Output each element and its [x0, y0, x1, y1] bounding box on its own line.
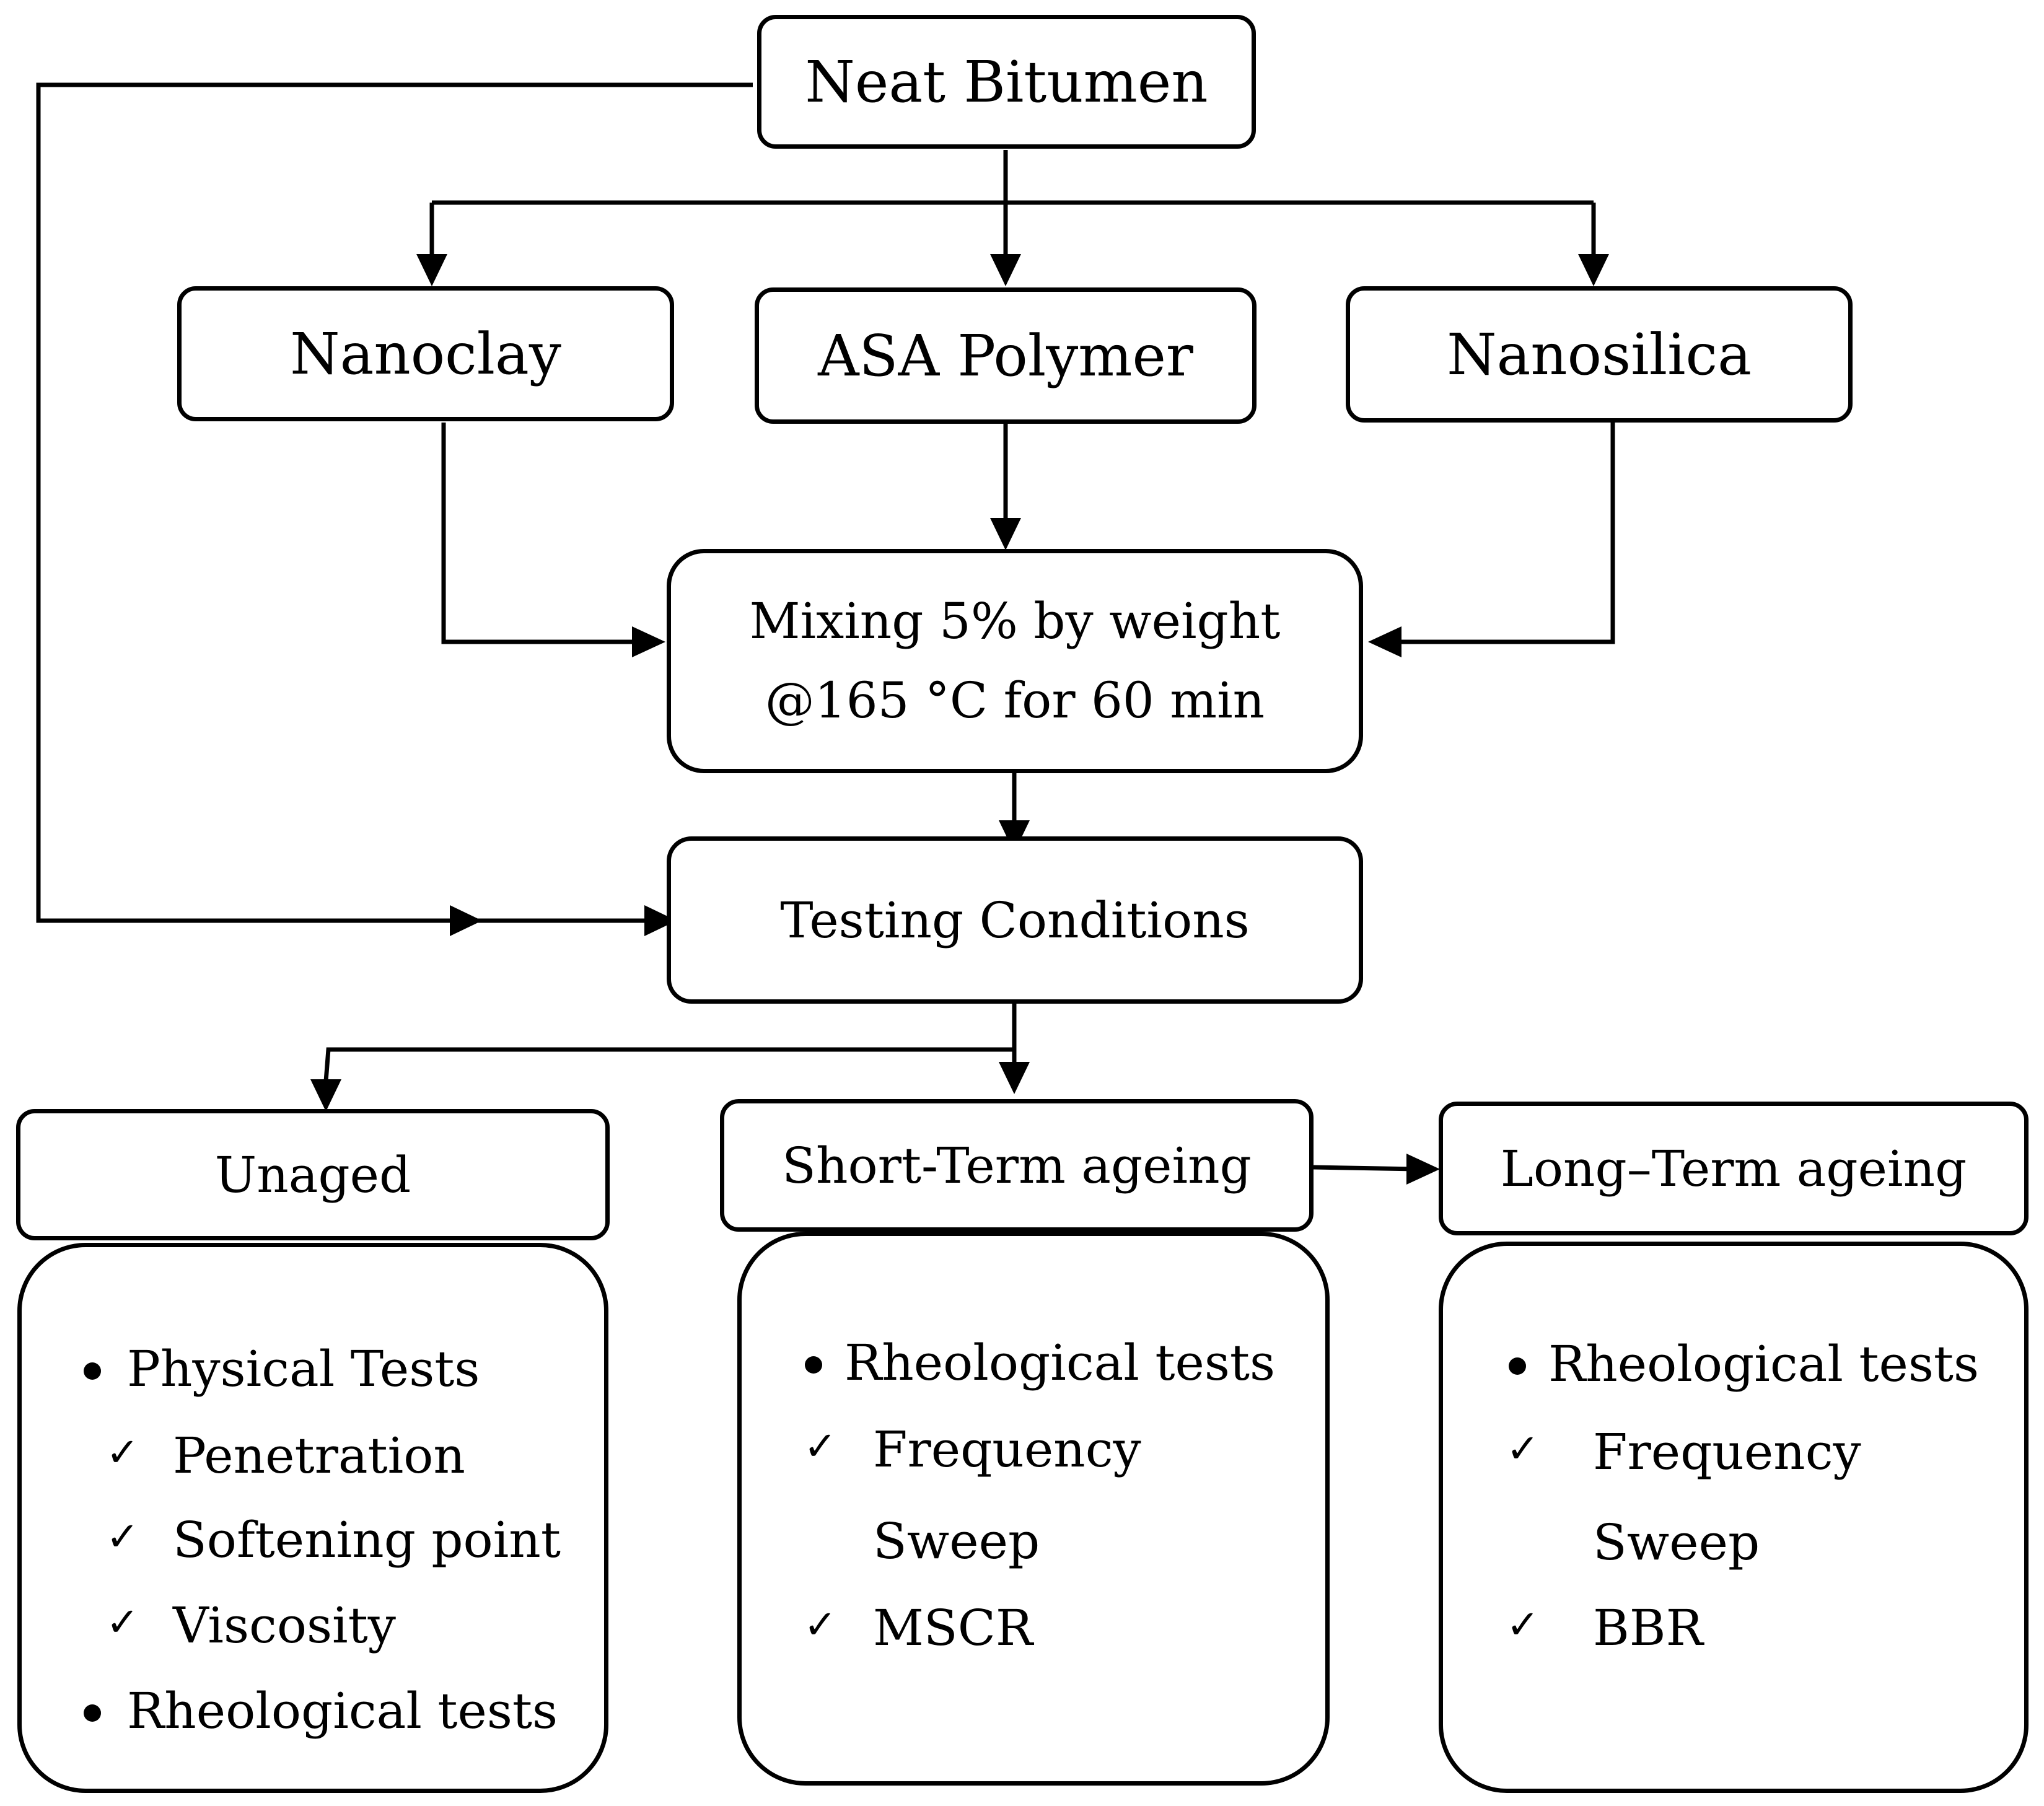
- node-neat-bitumen: Neat Bitumen: [757, 15, 1256, 149]
- arrowhead-nanosilica: [1578, 254, 1609, 286]
- short-term-rheological-tests: Rheological tests: [844, 1334, 1276, 1392]
- node-mixing: Mixing 5% by weight @165 °C for 60 min: [667, 549, 1363, 773]
- line-nanosilica-to-mixing: [1401, 423, 1615, 644]
- check-icon: ✓: [106, 1600, 139, 1646]
- unaged-rheological-tests: Rheological tests: [127, 1682, 558, 1740]
- arrowhead-unaged: [310, 1079, 341, 1111]
- unaged-viscosity: Viscosity: [173, 1597, 396, 1654]
- check-icon: ✓: [804, 1424, 837, 1470]
- line-nanoclay-to-mixing: [441, 423, 632, 644]
- short-term-frequency: Frequency: [873, 1421, 1141, 1478]
- node-mixing-line1: Mixing 5% by weight: [749, 592, 1281, 650]
- node-testing-conditions-label: Testing Conditions: [780, 891, 1250, 949]
- node-long-term-ageing-label: Long–Term ageing: [1500, 1139, 1967, 1198]
- panel-long-term-tests: Rheological tests ✓ Frequency Sweep ✓ BB…: [1439, 1242, 2029, 1793]
- check-icon: ✓: [804, 1602, 837, 1648]
- check-icon: ✓: [1506, 1602, 1540, 1648]
- bullet-icon: [84, 1704, 101, 1722]
- arrowhead-nanosilica-to-mixing: [1368, 626, 1401, 657]
- long-term-rheological-tests: Rheological tests: [1548, 1335, 1980, 1393]
- node-testing-conditions: Testing Conditions: [667, 836, 1363, 1004]
- arrowhead-short-term: [999, 1062, 1030, 1094]
- node-nanoclay-label: Nanoclay: [290, 320, 561, 387]
- bullet-icon: [805, 1356, 822, 1374]
- node-nanoclay: Nanoclay: [177, 286, 674, 421]
- unaged-penetration: Penetration: [173, 1427, 465, 1484]
- check-icon: ✓: [106, 1514, 139, 1560]
- long-term-sweep: Sweep: [1593, 1514, 1760, 1571]
- panel-short-term-tests: Rheological tests ✓ Frequency Sweep ✓ MS…: [737, 1232, 1330, 1786]
- long-term-bbr: BBR: [1593, 1599, 1703, 1657]
- arrowhead-asa: [990, 254, 1021, 286]
- arrowhead-bypass-end: [644, 905, 677, 936]
- check-icon: ✓: [106, 1430, 139, 1476]
- line-to-unaged: [323, 1047, 1014, 1082]
- node-nanosilica: Nanosilica: [1346, 286, 1853, 423]
- node-mixing-line2: @165 °C for 60 min: [765, 672, 1265, 729]
- node-unaged: Unaged: [16, 1109, 610, 1240]
- node-short-term-ageing-label: Short-Term ageing: [782, 1136, 1252, 1195]
- arrowhead-nanoclay-to-mixing: [632, 626, 665, 657]
- node-unaged-label: Unaged: [214, 1146, 411, 1204]
- check-icon: ✓: [1506, 1426, 1540, 1472]
- panel-unaged-tests: Physical Tests ✓ Penetration ✓ Softening…: [17, 1243, 608, 1793]
- node-neat-bitumen-label: Neat Bitumen: [805, 48, 1208, 115]
- node-long-term-ageing: Long–Term ageing: [1439, 1102, 2029, 1235]
- node-asa-polymer-label: ASA Polymer: [818, 322, 1193, 389]
- node-nanosilica-label: Nanosilica: [1447, 321, 1752, 388]
- arrowhead-asa-to-mixing: [990, 518, 1021, 550]
- short-term-sweep: Sweep: [873, 1512, 1040, 1570]
- arrowhead-nanoclay: [416, 254, 447, 286]
- bullet-icon: [84, 1362, 101, 1380]
- short-term-mscr: MSCR: [873, 1599, 1033, 1657]
- node-short-term-ageing: Short-Term ageing: [720, 1099, 1314, 1232]
- long-term-frequency: Frequency: [1593, 1423, 1861, 1481]
- node-asa-polymer: ASA Polymer: [755, 287, 1257, 424]
- bullet-icon: [1509, 1357, 1526, 1375]
- arrowhead-bypass-mid: [450, 905, 482, 936]
- unaged-physical-tests: Physical Tests: [127, 1340, 480, 1398]
- unaged-softening-point: Softening point: [173, 1511, 561, 1569]
- line-neat-bypass: [36, 82, 753, 923]
- arrowhead-long-term: [1406, 1154, 1440, 1185]
- line-short-to-long: [1313, 1165, 1419, 1172]
